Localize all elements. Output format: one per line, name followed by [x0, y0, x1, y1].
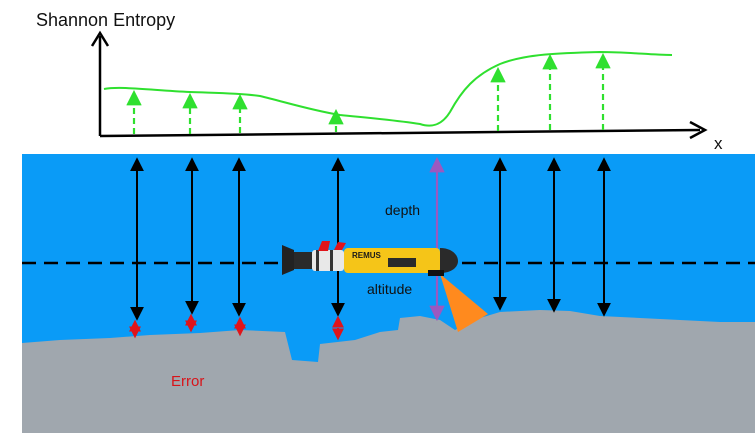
- depth-label: depth: [385, 202, 420, 218]
- entropy-plot: Shannon Entropy x: [36, 10, 723, 153]
- x-axis-arrowhead: [689, 120, 708, 140]
- vehicle-name-label: REMUS: [352, 251, 382, 260]
- error-label: Error: [171, 373, 204, 390]
- entropy-curve: [103, 50, 673, 127]
- seabed: [22, 310, 755, 433]
- ocean-scene: depth altitude Error REMUS: [22, 154, 755, 433]
- x-axis-label: x: [714, 134, 723, 153]
- y-axis-arrowhead: [90, 30, 110, 47]
- auv-remus-icon: REMUS: [282, 241, 458, 276]
- sonar-beam-icon: [440, 274, 488, 332]
- x-axis: [99, 128, 701, 138]
- y-axis-label: Shannon Entropy: [36, 10, 175, 30]
- altitude-label: altitude: [367, 281, 412, 297]
